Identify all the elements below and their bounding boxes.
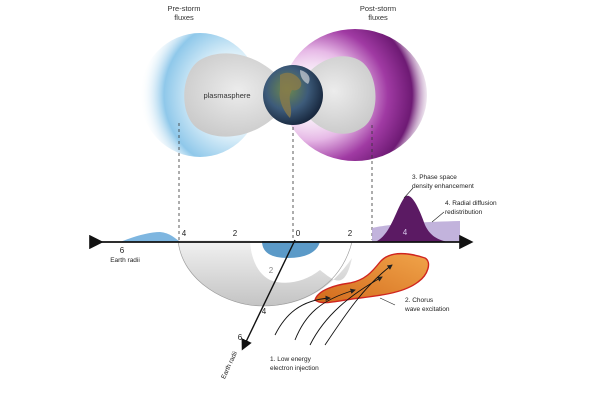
psd-peak: [375, 195, 448, 242]
axis-tick-4-left: 4: [182, 229, 187, 238]
plasmasphere-bowl-outline: [177, 239, 353, 307]
step3-label-line2: density enhancement: [412, 183, 474, 190]
diagonal-earth-radii-label: Earth radii: [220, 350, 239, 380]
step1-label-line2: electron injection: [270, 365, 319, 372]
diag-tick-6: 6: [238, 333, 243, 342]
plasmasphere-bowl: [178, 240, 352, 307]
step3-label-line1: 3. Phase space: [412, 174, 457, 181]
plasmasphere-left-lobe: [184, 53, 292, 137]
post-storm-title-line1: Post-storm: [360, 4, 396, 13]
injection-arrow-2: [294, 288, 356, 341]
chorus-wave-region: [314, 252, 430, 304]
diag-tick-4: 4: [262, 307, 267, 316]
injection-arrow-1: [274, 295, 331, 336]
earth-continent: [279, 72, 302, 118]
diagonal-axis: [241, 239, 296, 351]
axis-tick-2-left: 2: [233, 229, 238, 238]
step2-label-line1: 2. Chorus: [405, 297, 434, 304]
pre-storm-flux-curve: [120, 232, 180, 242]
diag-tick-2: 2: [269, 266, 274, 275]
axis-tick-0: 0: [296, 229, 301, 238]
post-storm-title-line2: fluxes: [368, 13, 388, 22]
axis-tick-6: 6: [120, 246, 125, 255]
pre-storm-title-line2: fluxes: [174, 13, 194, 22]
step3-leader: [403, 187, 414, 199]
axis-tick-2-right: 2: [348, 229, 353, 238]
step4-label-line1: 4. Radial diffusion: [445, 200, 497, 207]
axis-tick-4-peak: 4: [403, 228, 408, 237]
injection-arrow-4: [324, 264, 393, 346]
pre-storm-title-line1: Pre-storm: [168, 4, 201, 13]
step2-label-line2: wave excitation: [404, 306, 450, 313]
step4-label-line2: redistribution: [445, 209, 483, 216]
step1-label-line1: 1. Low energy: [270, 356, 312, 363]
step2-leader: [379, 297, 396, 306]
plasmasphere-label: plasmasphere: [203, 91, 250, 100]
step4-leader: [431, 211, 445, 223]
earth-radii-label: Earth radii: [110, 257, 140, 264]
earth-cloud: [300, 70, 310, 84]
